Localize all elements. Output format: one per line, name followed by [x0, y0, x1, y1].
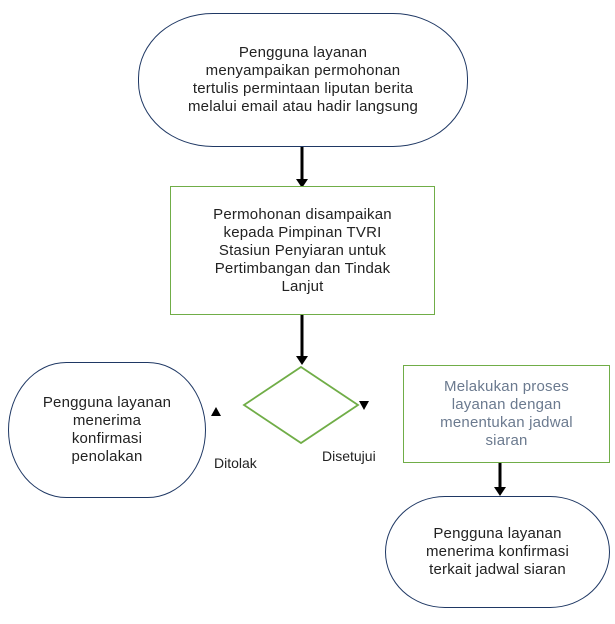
rejected-terminal-text: Pengguna layanan menerima konfirmasi pen… — [42, 394, 172, 465]
approved-edge-label: Disetujui — [322, 448, 376, 464]
rejected-terminal-node: Pengguna layanan menerima konfirmasi pen… — [8, 362, 206, 498]
accepted-terminal-node: Pengguna layanan menerima konfirmasi ter… — [385, 496, 610, 608]
accepted-terminal-text: Pengguna layanan menerima konfirmasi ter… — [425, 525, 569, 578]
rejected-edge-label: Ditolak — [214, 455, 257, 471]
review-process-text: Permohonan disampaikan kepada Pimpinan T… — [213, 205, 392, 295]
review-process-node: Permohonan disampaikan kepada Pimpinan T… — [170, 186, 435, 315]
decision-diamond — [242, 365, 360, 445]
arrowhead-process-to-accepted — [494, 487, 506, 496]
approved-marker-icon — [359, 401, 369, 410]
start-terminal-text: Pengguna layanan menyampaikan permohonan… — [187, 44, 419, 115]
schedule-process-node: Melakukan proses layanan dengan menentuk… — [403, 365, 610, 463]
arrowhead-review-to-decision — [296, 356, 308, 365]
start-terminal-node: Pengguna layanan menyampaikan permohonan… — [138, 13, 468, 147]
arrowhead-start-to-review — [296, 179, 308, 188]
rejected-marker-icon — [211, 407, 221, 416]
schedule-process-text: Melakukan proses layanan dengan menentuk… — [440, 378, 573, 449]
